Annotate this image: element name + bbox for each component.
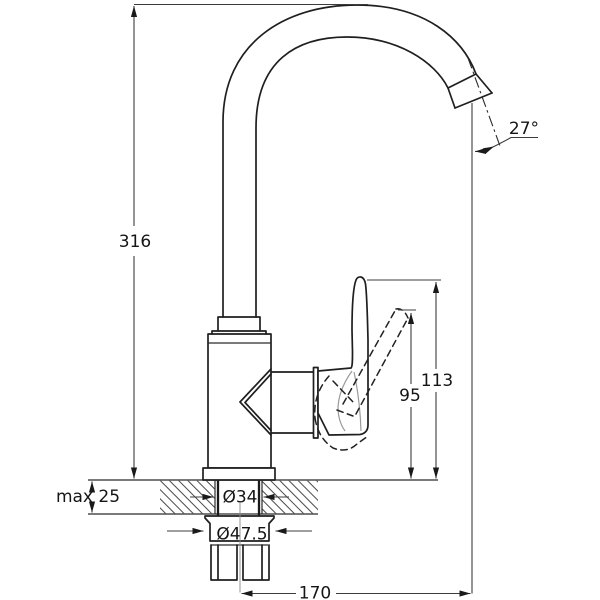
dimension-hole-diameter: Ø34 [190, 488, 289, 508]
mounting-hole-walls [214, 480, 263, 514]
spout-angle-label: 27° [509, 119, 539, 139]
body-cylinder [207, 333, 272, 469]
deck-thickness-label: max 25 [56, 487, 120, 507]
body-cone-detail [239, 368, 272, 436]
dimension-spout-reach: 170 [241, 103, 473, 600]
lever-inner-highlight [353, 371, 362, 432]
supply-shank-tubes [210, 544, 270, 581]
mounting-nut [204, 515, 275, 542]
dashed-inner-detail [336, 409, 354, 417]
spout-tip-face [454, 92, 493, 109]
spout-collar [211, 316, 267, 335]
dashed-inner-edge [332, 380, 355, 404]
handle-neck [270, 371, 314, 434]
spout-outer-curve [222, 4, 493, 318]
base-flange [202, 467, 276, 481]
handle-lever-solid [317, 276, 369, 436]
dashed-lever-edge-left [342, 308, 397, 405]
dimension-deck-thickness: max 25 [56, 481, 120, 513]
countertop [88, 479, 438, 515]
handle-assembly [270, 276, 369, 439]
angle-arc [474, 146, 495, 155]
spout-inner-curve [255, 36, 456, 318]
handle-tilted-height-label: 95 [399, 386, 421, 406]
handle-alt-position-dashed [314, 308, 409, 451]
dimension-spout-angle: 27° [467, 57, 539, 155]
angle-leader-shelf [493, 136, 538, 147]
hole-diameter-label: Ø34 [222, 488, 257, 508]
dashed-housing-bottom-sweep [314, 417, 369, 451]
dashed-housing-left-arc [314, 375, 330, 419]
dimension-handle-top-height: 113 [367, 279, 453, 479]
dimension-handle-tilted-height: 95 [398, 309, 421, 479]
spout-aerator-band [447, 73, 477, 89]
dimension-nut-diameter: Ø47.5 [167, 525, 312, 545]
nut-diameter-label: Ø47.5 [216, 525, 267, 545]
dashed-lever-edge-right [355, 317, 409, 415]
spout-reach-label: 170 [299, 584, 331, 600]
faucet-body [202, 4, 493, 481]
lever-front-highlight [337, 370, 353, 432]
mounting-hardware [204, 503, 275, 593]
dimension-overall-height: 316 [119, 3, 368, 479]
threaded-shank-walls [216, 480, 261, 516]
handle-top-height-label: 113 [421, 371, 453, 391]
spout-axis-centerline [467, 57, 501, 147]
overall-height-label: 316 [119, 232, 151, 252]
